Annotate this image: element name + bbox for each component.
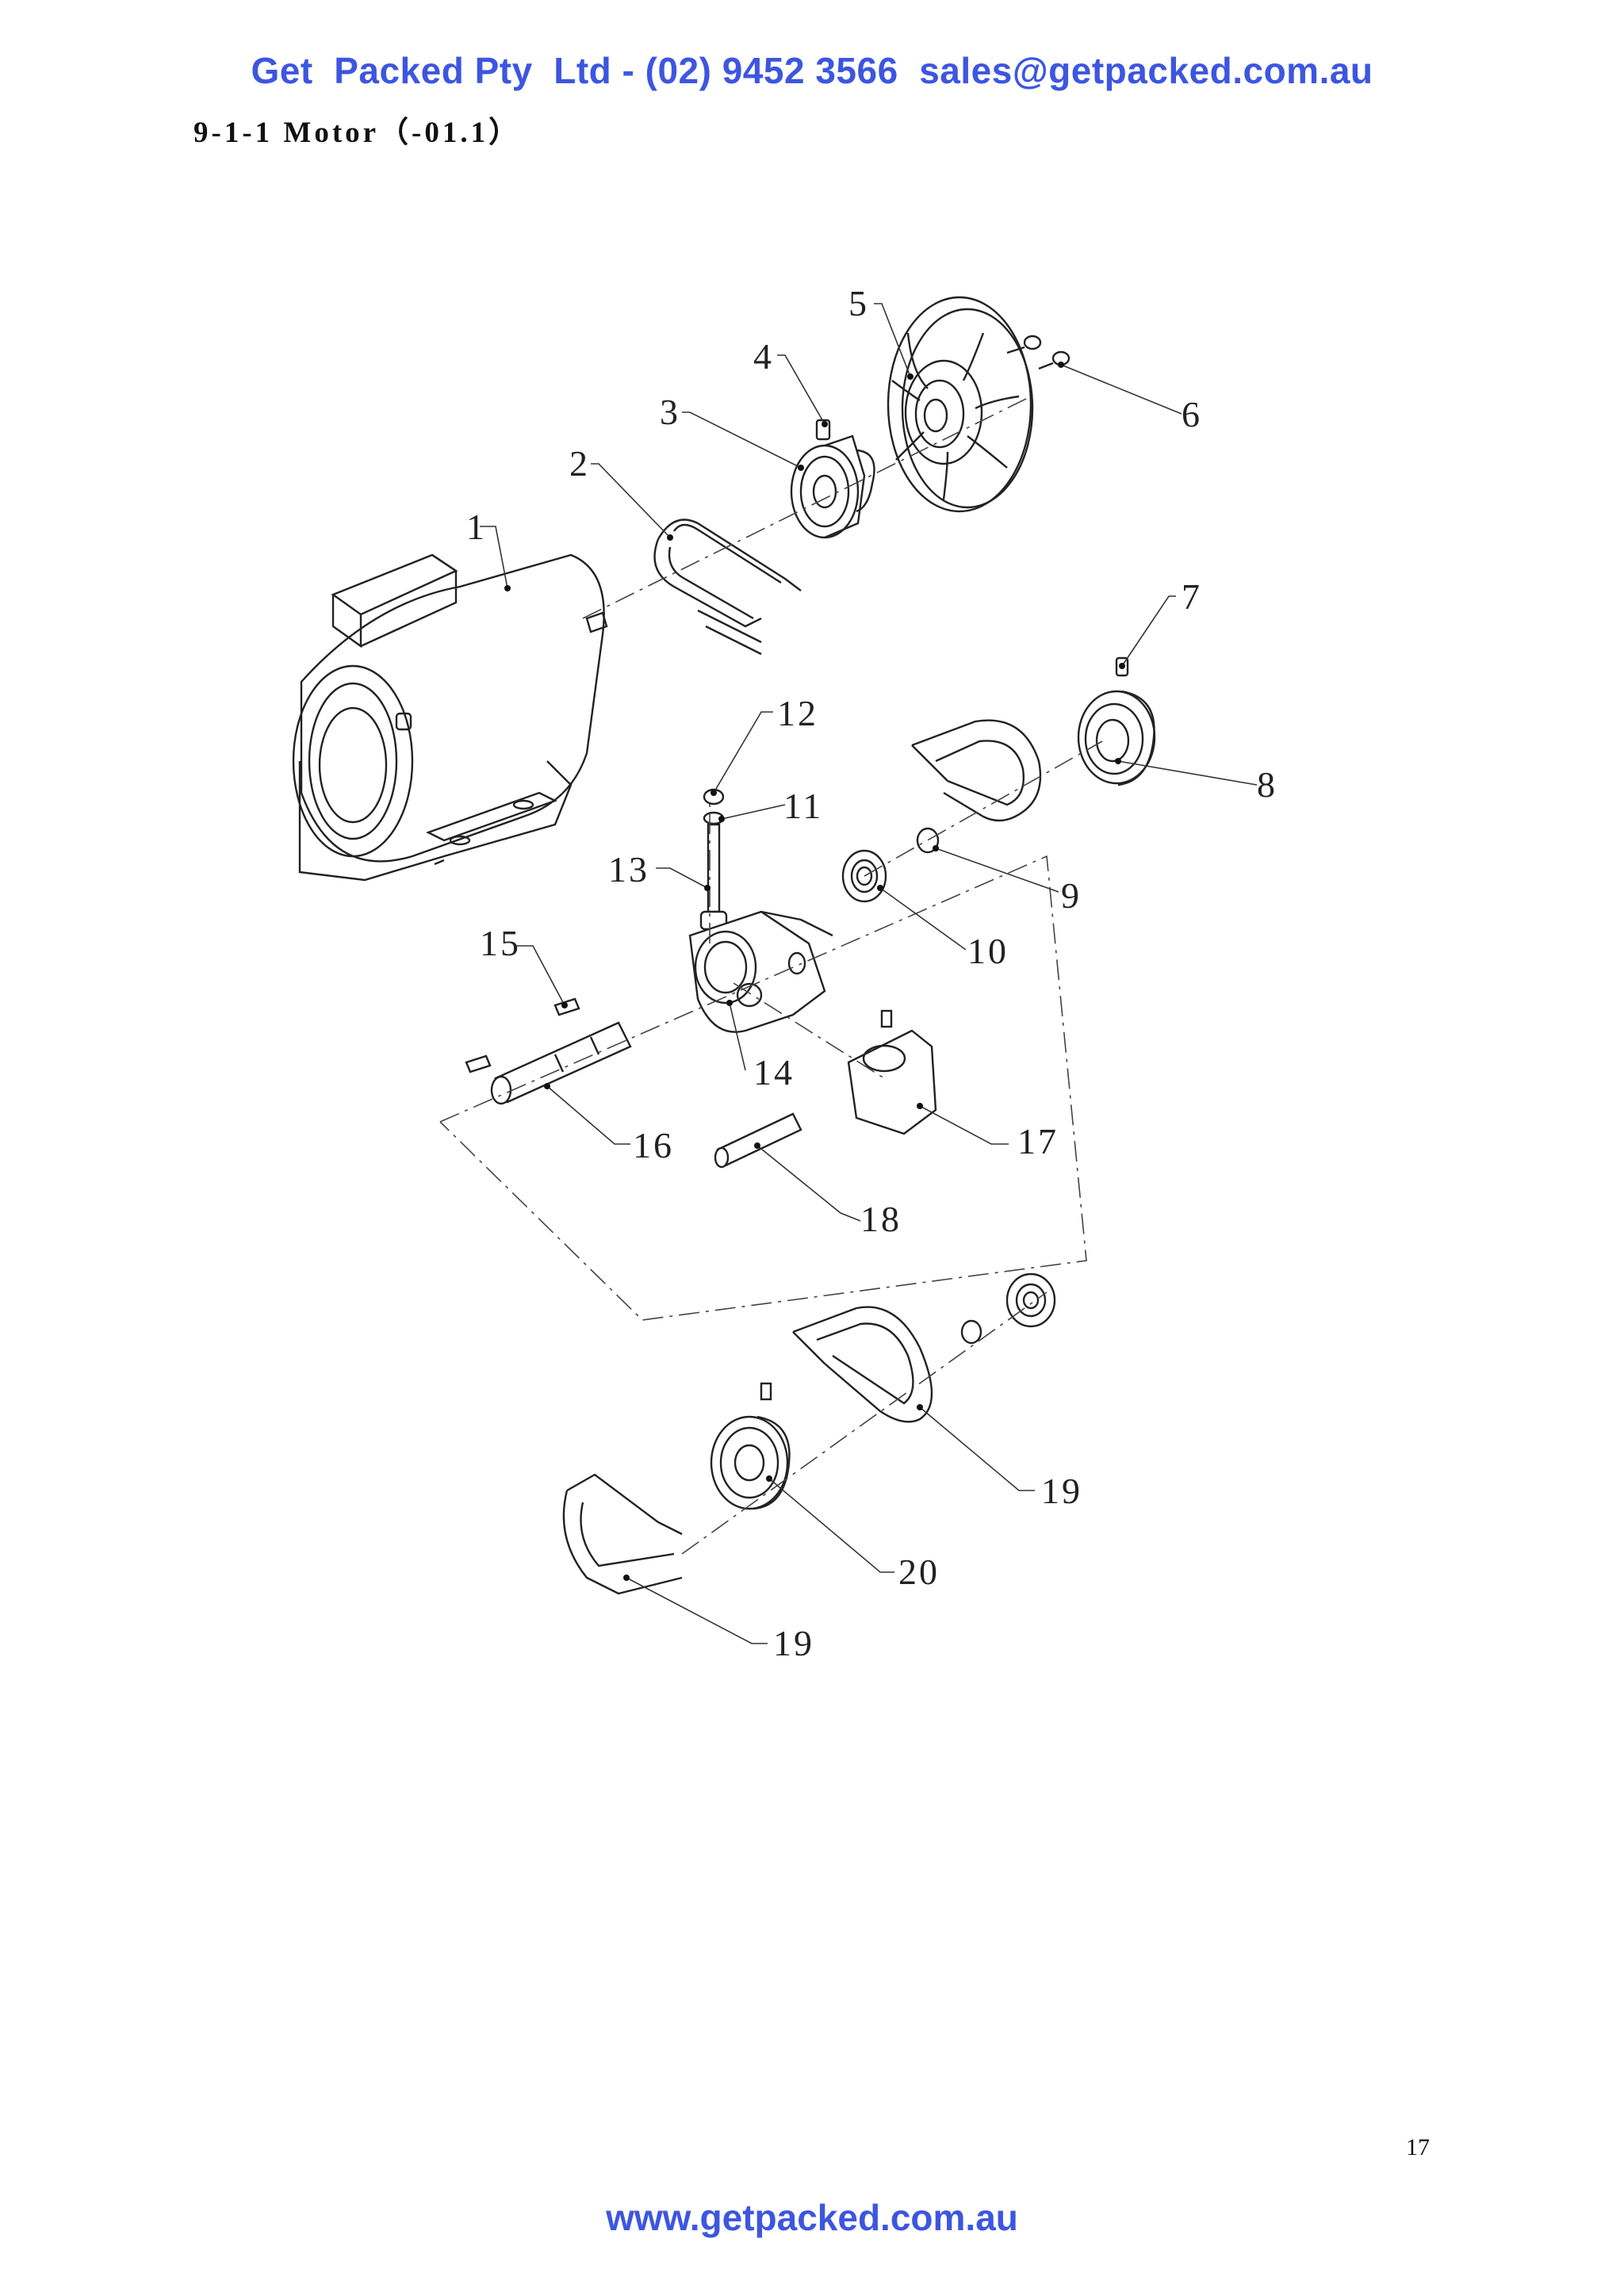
- circlip-upper-part: [916, 827, 940, 854]
- pivot-pin-part: [714, 1112, 802, 1169]
- lower-belt-part: [792, 1306, 933, 1423]
- belt-upper-part: [653, 519, 802, 656]
- callout-labels: 1 2 3 4 5 6 7 8 9 10 11 12 13 14 15 16 1…: [466, 283, 1277, 1663]
- callout-4: 4: [753, 336, 774, 377]
- drive-shaft-part: [490, 1021, 632, 1105]
- page-number: 17: [1406, 2134, 1430, 2160]
- callout-19-upper: 19: [1041, 1471, 1082, 1511]
- upper-pulley-part: [1077, 690, 1156, 786]
- circlip-lower-part: [960, 1319, 982, 1345]
- bottom-belt-part: [562, 1473, 683, 1595]
- callout-7: 7: [1182, 576, 1202, 617]
- bearing-lower-part: [1005, 1272, 1056, 1328]
- callout-13: 13: [608, 849, 649, 890]
- assembly-axes: [439, 396, 1103, 1555]
- callout-16: 16: [633, 1125, 674, 1165]
- header-contact-line: Get Packed Pty Ltd - (02) 9452 3566 sale…: [251, 50, 1373, 91]
- callout-8: 8: [1257, 764, 1277, 805]
- callout-20: 20: [898, 1552, 940, 1592]
- callout-19-lower: 19: [773, 1623, 814, 1663]
- lower-pulley-part: [710, 1382, 791, 1510]
- bearing-bracket-part: [688, 910, 833, 1033]
- callout-12: 12: [777, 693, 818, 733]
- belt-middle-part: [911, 719, 1042, 822]
- callout-9: 9: [1061, 875, 1082, 916]
- callout-18: 18: [860, 1199, 902, 1239]
- callout-10: 10: [967, 931, 1009, 971]
- leader-dots: [504, 362, 1125, 1581]
- tension-bolt-part: [699, 788, 728, 931]
- callout-11: 11: [783, 786, 823, 826]
- callout-3: 3: [660, 392, 680, 432]
- callout-2: 2: [569, 443, 590, 484]
- motor-pulley-part: [790, 434, 875, 539]
- leader-lines: [480, 303, 1258, 1644]
- callout-6: 6: [1182, 394, 1202, 434]
- cooling-fan-part: [887, 296, 1034, 513]
- footer-url: www.getpacked.com.au: [606, 2197, 1018, 2238]
- callout-5: 5: [848, 283, 869, 323]
- motor-part: [292, 553, 608, 882]
- section-title: 9-1-1 Motor（-01.1）: [193, 117, 522, 149]
- callout-1: 1: [466, 507, 487, 547]
- callout-17: 17: [1017, 1121, 1059, 1161]
- callout-15: 15: [480, 923, 521, 963]
- pillow-block-part: [847, 1009, 937, 1135]
- fan-screws-part: [1006, 335, 1071, 370]
- callout-14: 14: [753, 1052, 795, 1093]
